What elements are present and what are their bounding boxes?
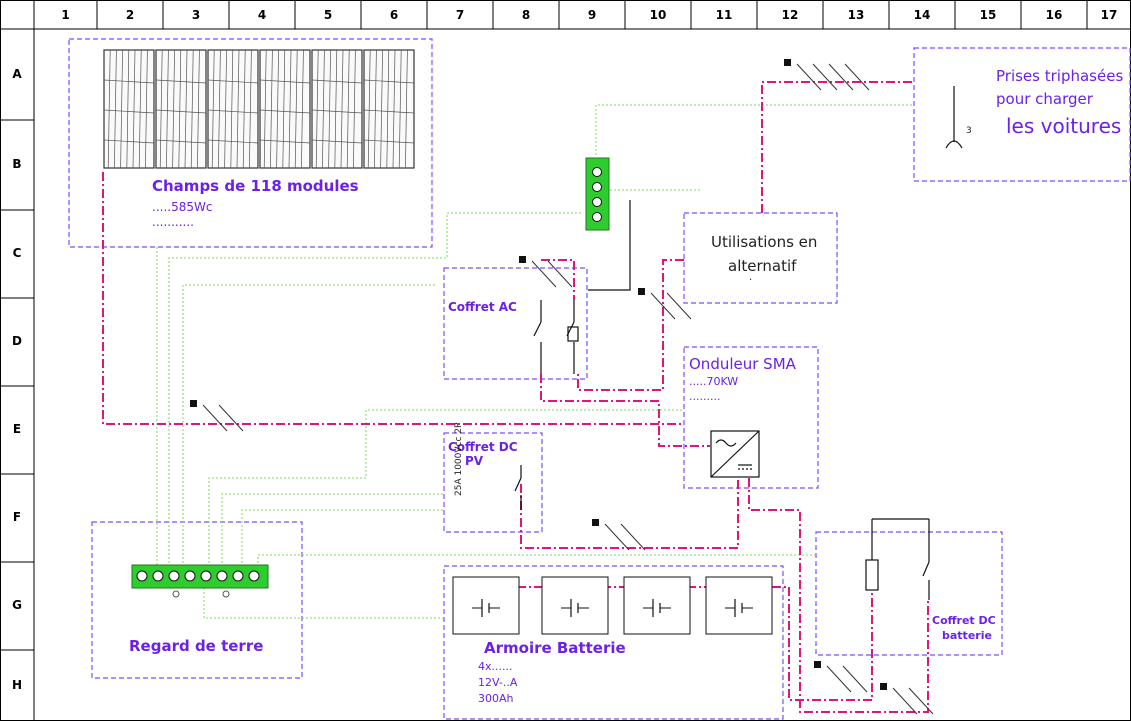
battery-cabinet-title: Armoire Batterie	[484, 639, 626, 657]
battery-cell	[541, 576, 609, 635]
row-header: C	[12, 246, 22, 260]
dc-pv-box-line2: PV	[465, 454, 484, 468]
row-header: D	[12, 334, 22, 348]
ac-usage-frame	[683, 212, 838, 304]
battery-cabinet-line2: 12V-..A	[478, 676, 518, 689]
battery-cabinet-line1: 4x......	[478, 660, 513, 673]
row-header: F	[12, 510, 22, 524]
terminal-bar-top	[585, 157, 610, 231]
column-header: 15	[979, 8, 997, 22]
pv-modules-array	[103, 49, 415, 169]
ac-breakers	[533, 300, 579, 374]
dc-pv-box-frame	[443, 432, 543, 533]
dc-battery-protection	[865, 559, 930, 600]
column-header: 13	[847, 8, 865, 22]
terminal-screw	[152, 570, 164, 582]
battery-cell	[452, 576, 520, 635]
ac-box-label: Coffret AC	[448, 300, 517, 314]
inverter-dots: .........	[689, 390, 721, 403]
power-conductors	[102, 81, 929, 713]
terminal-screw	[184, 570, 196, 582]
pv-module	[103, 49, 155, 169]
earth-pit-label: Regard de terre	[129, 637, 264, 655]
pv-field-title: Champs de 118 modules	[152, 177, 359, 195]
terminal-screw	[136, 570, 148, 582]
column-header: 16	[1045, 8, 1063, 22]
column-header: 2	[125, 8, 135, 22]
dc-pv-box-rating: 25A 1000Vcc 2P	[454, 422, 464, 496]
cable-marker	[638, 288, 692, 320]
battery-cell	[623, 576, 691, 635]
inverter-title: Onduleur SMA	[689, 355, 796, 373]
dc-battery-box-frame	[815, 531, 1003, 656]
terminal-screw	[248, 570, 260, 582]
row-header: A	[12, 66, 22, 81]
pv-module	[207, 49, 259, 169]
cable-marker	[592, 519, 646, 551]
socket-icon	[945, 138, 963, 149]
dc-pv-box-line1: Coffret DC	[448, 440, 518, 454]
column-header: 7	[455, 8, 465, 22]
column-header: 6	[389, 8, 399, 22]
column-header: 11	[715, 8, 733, 22]
dc-battery-box-line2: batterie	[942, 629, 992, 642]
cable-marker	[519, 256, 573, 288]
earth-pit-frame	[91, 521, 303, 679]
row-header: H	[11, 677, 23, 692]
column-header: 14	[913, 8, 931, 22]
inverter-power: .....70KW	[689, 375, 739, 388]
dc-pv-switch	[514, 465, 522, 510]
ac-usage-line2: alternatif	[728, 257, 797, 275]
terminal-screw	[200, 570, 212, 582]
dc-battery-box-line1: Coffret DC	[932, 614, 996, 627]
terminal-screw	[168, 570, 180, 582]
terminal-bar-earth	[131, 564, 269, 598]
ac-usage-line1: Utilisations en	[711, 233, 818, 251]
earth-conductors	[156, 104, 914, 619]
inverter-symbol	[710, 430, 760, 478]
column-header: 1	[61, 8, 70, 22]
ac-usage-dot: .	[749, 272, 753, 283]
column-header: 12	[781, 8, 799, 22]
column-header: 8	[521, 8, 531, 22]
pv-module	[311, 49, 363, 169]
pv-field-frame	[68, 38, 433, 248]
column-header: 10	[649, 8, 667, 22]
pv-field-power: .....585Wc	[152, 200, 213, 214]
column-header: 5	[323, 8, 333, 22]
column-header: 4	[257, 8, 267, 22]
battery-cabinet-frame	[443, 565, 784, 720]
row-header: G	[12, 598, 22, 612]
cable-marker	[784, 59, 870, 91]
pv-field-dots: ...........	[152, 215, 194, 229]
pv-module	[155, 49, 207, 169]
cable-marker	[880, 683, 934, 715]
row-header: E	[12, 422, 22, 436]
battery-cabinet-line3: 300Ah	[478, 692, 514, 705]
column-header: 17	[1100, 8, 1118, 22]
ac-box-frame	[443, 267, 588, 380]
column-header: 3	[191, 8, 201, 22]
sockets-line2: pour charger	[996, 90, 1093, 108]
row-header: B	[12, 157, 22, 171]
pv-module	[363, 49, 415, 169]
battery-cells	[452, 576, 773, 635]
terminal-screw	[232, 570, 244, 582]
pv-module	[259, 49, 311, 169]
sockets-phase-count: 3	[966, 126, 972, 136]
inverter-frame	[683, 346, 819, 489]
battery-cell	[705, 576, 773, 635]
sockets-line3: les voitures	[1006, 114, 1122, 138]
terminal-screw	[216, 570, 228, 582]
cable-markers	[190, 59, 934, 715]
column-header: 9	[587, 8, 597, 22]
sockets-frame	[913, 47, 1131, 182]
ac-conductors	[588, 86, 955, 562]
cable-marker	[814, 661, 868, 693]
sockets-line1: Prises triphasées	[996, 67, 1124, 85]
cable-marker	[190, 400, 244, 432]
